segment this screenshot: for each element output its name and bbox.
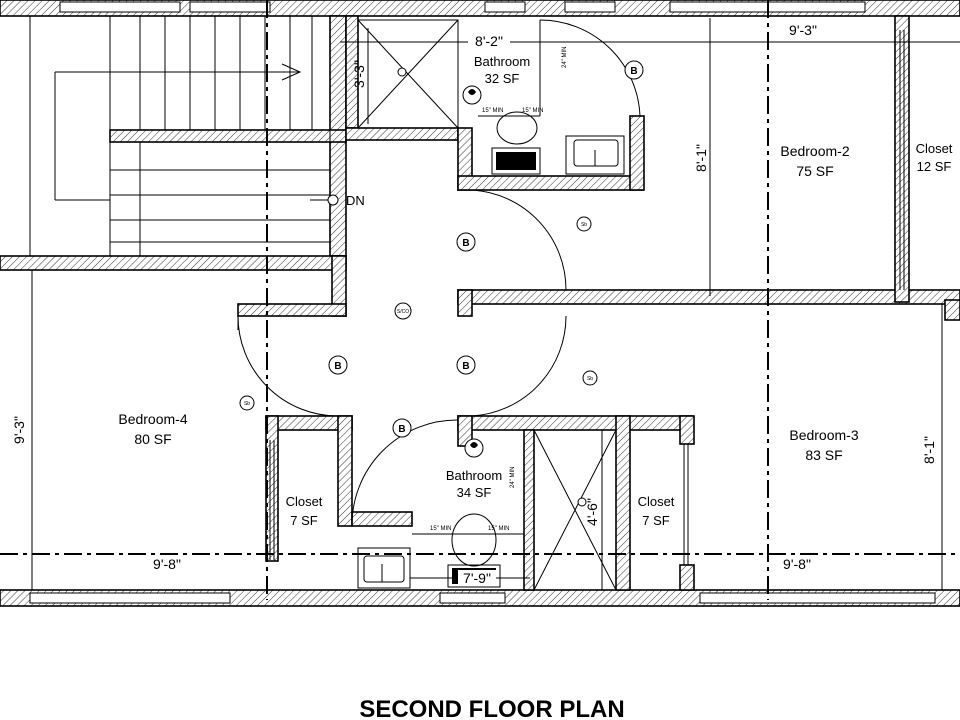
svg-text:S/CO: S/CO (397, 309, 409, 315)
bell-marker: B (624, 60, 644, 80)
dim-shower-height: 4'-6" (584, 498, 600, 526)
dimension-labels: 8'-2" 9'-3" 3'-3" 8'-1" 9'-3" 8'-1" 9'-8… (11, 22, 937, 586)
clearance-top-left: 15" MIN (482, 108, 503, 114)
bedroom3-name: Bedroom-3 (789, 427, 858, 443)
closet-top-right-name: Closet (916, 141, 953, 156)
dim-bedroom2-height: 8'-1" (693, 144, 709, 172)
dimension-lines (31, 18, 960, 590)
dim-bottom-bath-width: 7'-9" (463, 570, 491, 586)
clearance-bottom-right: 15" MIN (488, 526, 509, 532)
interior-walls (0, 15, 960, 591)
svg-text:B: B (462, 238, 469, 249)
bedroom3-area: 83 SF (805, 447, 842, 463)
svg-text:B: B (334, 361, 341, 372)
dim-top-right-width: 9'-3" (789, 22, 817, 38)
top-bathroom-fixtures: 15" MIN 15" MIN 24" MIN (357, 19, 641, 175)
bathroom-top-name: Bathroom (474, 54, 530, 69)
svg-text:B: B (398, 424, 405, 435)
bedroom4-area: 80 SF (134, 431, 171, 447)
toilet-top (491, 111, 541, 175)
drawing-title: SECOND FLOOR PLAN (359, 696, 624, 720)
dim-bottom-right-width: 9'-8" (783, 556, 811, 572)
bathroom-bottom-area: 34 SF (457, 485, 492, 500)
bedroom2-name: Bedroom-2 (780, 143, 849, 159)
bell-marker: B (328, 355, 348, 375)
closet-right-area: 7 SF (642, 513, 670, 528)
dim-top-bath-width: 8'-2" (475, 33, 503, 49)
shower-top (357, 19, 459, 129)
ceiling-markers: B B B B B Sb Sb Sb S/CO (239, 60, 644, 438)
stairs-down-marker (327, 194, 339, 206)
dim-bottom-left-width: 9'-8" (153, 556, 181, 572)
bedroom4-name: Bedroom-4 (118, 411, 187, 427)
bell-marker: B (456, 232, 476, 252)
svg-text:Sb: Sb (244, 401, 250, 407)
smoke-detector-marker: Sb (239, 395, 255, 411)
closet-right-name: Closet (638, 494, 675, 509)
shower-bottom (533, 429, 617, 591)
bell-marker: B (392, 418, 412, 438)
svg-text:B: B (462, 361, 469, 372)
stairs-down-label: DN (346, 193, 365, 208)
clearance-top-24: 24" MIN (562, 47, 568, 68)
closet-details (269, 30, 905, 565)
smoke-detector-marker: Sb (582, 370, 598, 386)
smoke-co-detector-marker: S/CO (394, 302, 412, 320)
svg-text:Sb: Sb (587, 376, 593, 382)
bathroom-bottom-name: Bathroom (446, 468, 502, 483)
svg-text:Sb: Sb (581, 222, 587, 228)
center-lines (0, 0, 960, 600)
dim-bedroom3-height: 8'-1" (921, 436, 937, 464)
clearance-bottom-24: 24" MIN (510, 467, 516, 488)
bell-marker: B (456, 355, 476, 375)
room-labels: Bathroom 32 SF Bedroom-2 75 SF Closet 12… (118, 54, 952, 528)
bathroom-top-area: 32 SF (485, 71, 520, 86)
sink-top (565, 135, 625, 175)
closet-left-area: 7 SF (290, 513, 318, 528)
bottom-bathroom-fixtures: 15" MIN 15" MIN 24" MIN (351, 419, 617, 591)
dim-top-bath-height: 3'-3" (351, 60, 367, 88)
clearance-top-right: 15" MIN (522, 108, 543, 114)
svg-text:B: B (630, 66, 637, 77)
staircase: DN (29, 15, 365, 257)
bedroom2-area: 75 SF (796, 163, 833, 179)
clearance-bottom-left: 15" MIN (430, 526, 451, 532)
dim-bedroom4-height: 9'-3" (11, 416, 27, 444)
closet-left-name: Closet (286, 494, 323, 509)
closet-top-right-area: 12 SF (917, 159, 952, 174)
smoke-detector-marker: Sb (576, 216, 592, 232)
sink-bottom (357, 547, 411, 589)
